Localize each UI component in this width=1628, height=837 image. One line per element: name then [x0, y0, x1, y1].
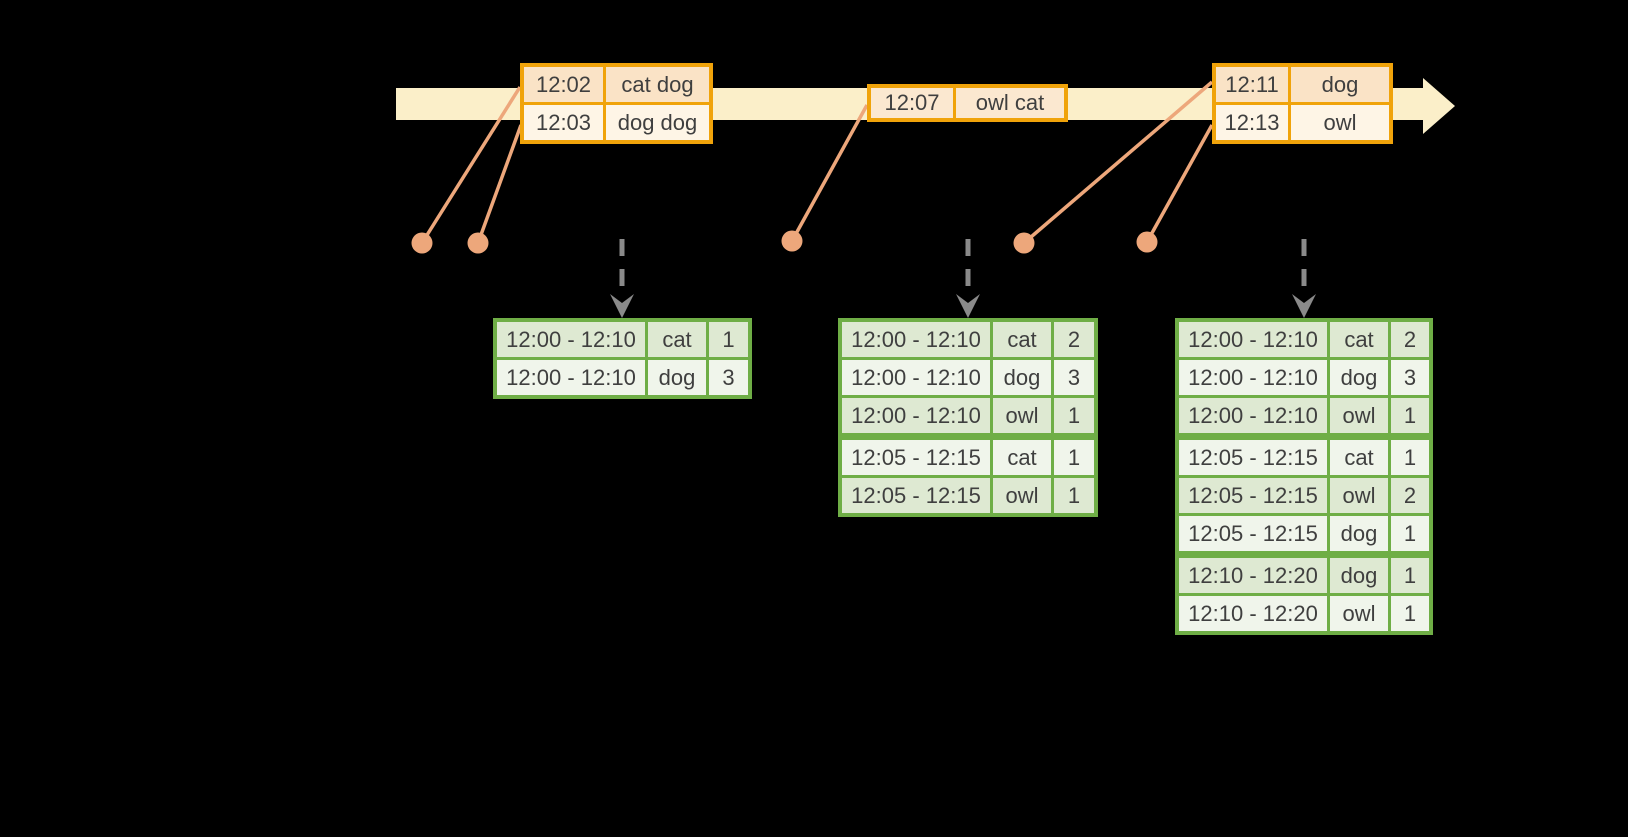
table-cell: 12:05 - 12:15 — [842, 440, 990, 475]
table-cell: 2 — [1054, 322, 1094, 357]
table-cell: dog — [1330, 360, 1388, 395]
table-cell: 12:10 - 12:20 — [1179, 558, 1327, 593]
table-cell: dog — [1330, 516, 1388, 551]
table-cell: 12:00 - 12:10 — [1179, 360, 1327, 395]
table-cell: 12:05 - 12:15 — [1179, 516, 1327, 551]
table-cell: 12:00 - 12:10 — [842, 360, 990, 395]
table-cell: owl — [1330, 398, 1388, 433]
table-cell: 12:03 — [524, 105, 603, 140]
table-cell: 12:05 - 12:15 — [1179, 440, 1327, 475]
table-cell: 2 — [1391, 322, 1429, 357]
event-dot — [1136, 231, 1158, 253]
table-cell: owl — [1330, 596, 1388, 631]
event-connector-line — [790, 104, 869, 242]
event-dot — [467, 232, 489, 254]
table-cell: 2 — [1391, 478, 1429, 513]
table-cell: cat — [993, 322, 1051, 357]
table-cell: 3 — [1054, 360, 1094, 395]
table-cell: 12:00 - 12:10 — [842, 322, 990, 357]
table-cell: dog — [993, 360, 1051, 395]
event-dot — [411, 232, 433, 254]
table-cell: 12:07 — [871, 88, 953, 118]
table-cell: 12:00 - 12:10 — [1179, 322, 1327, 357]
table-cell: 12:00 - 12:10 — [497, 322, 645, 357]
event-connector-line — [420, 86, 522, 244]
table-cell: cat — [993, 440, 1051, 475]
table-cell: cat — [648, 322, 706, 357]
table-cell: 1 — [1391, 596, 1429, 631]
table-cell: cat — [1330, 322, 1388, 357]
table-cell: 3 — [1391, 360, 1429, 395]
window-trigger-arrowhead-icon — [610, 294, 634, 318]
table-cell: 12:05 - 12:15 — [1179, 478, 1327, 513]
table-cell: owl — [1330, 478, 1388, 513]
event-connector-line — [1145, 124, 1214, 243]
event-connector-line — [476, 124, 523, 244]
table-cell: 1 — [1391, 516, 1429, 551]
table-cell: 12:10 - 12:20 — [1179, 596, 1327, 631]
event-dot — [781, 230, 803, 252]
table-cell: owl — [993, 478, 1051, 513]
table-cell: 12:00 - 12:10 — [1179, 398, 1327, 433]
table-cell: dog — [648, 360, 706, 395]
event-dot — [1013, 232, 1035, 254]
window-trigger-arrowhead-icon — [956, 294, 980, 318]
window-trigger-arrowhead-icon — [1292, 294, 1316, 318]
table-cell: cat dog — [606, 67, 709, 102]
table-cell: 12:00 - 12:10 — [842, 398, 990, 433]
table-cell: dog dog — [606, 105, 709, 140]
table-cell: 1 — [1054, 478, 1094, 513]
table-cell: owl — [1291, 105, 1389, 140]
table-cell: 12:02 — [524, 67, 603, 102]
table-cell: 12:05 - 12:15 — [842, 478, 990, 513]
table-cell: 1 — [1391, 558, 1429, 593]
table-cell: 1 — [709, 322, 748, 357]
table-cell: dog — [1330, 558, 1388, 593]
table-cell: 12:00 - 12:10 — [497, 360, 645, 395]
table-cell: 3 — [709, 360, 748, 395]
timeline-arrowhead-icon — [1423, 78, 1455, 134]
table-cell: 12:11 — [1216, 67, 1288, 102]
table-cell: dog — [1291, 67, 1389, 102]
table-cell: cat — [1330, 440, 1388, 475]
table-cell: 12:13 — [1216, 105, 1288, 140]
table-cell: owl cat — [956, 88, 1064, 118]
table-cell: 1 — [1391, 440, 1429, 475]
table-cell: 1 — [1054, 398, 1094, 433]
table-cell: 1 — [1391, 398, 1429, 433]
table-cell: owl — [993, 398, 1051, 433]
table-cell: 1 — [1054, 440, 1094, 475]
